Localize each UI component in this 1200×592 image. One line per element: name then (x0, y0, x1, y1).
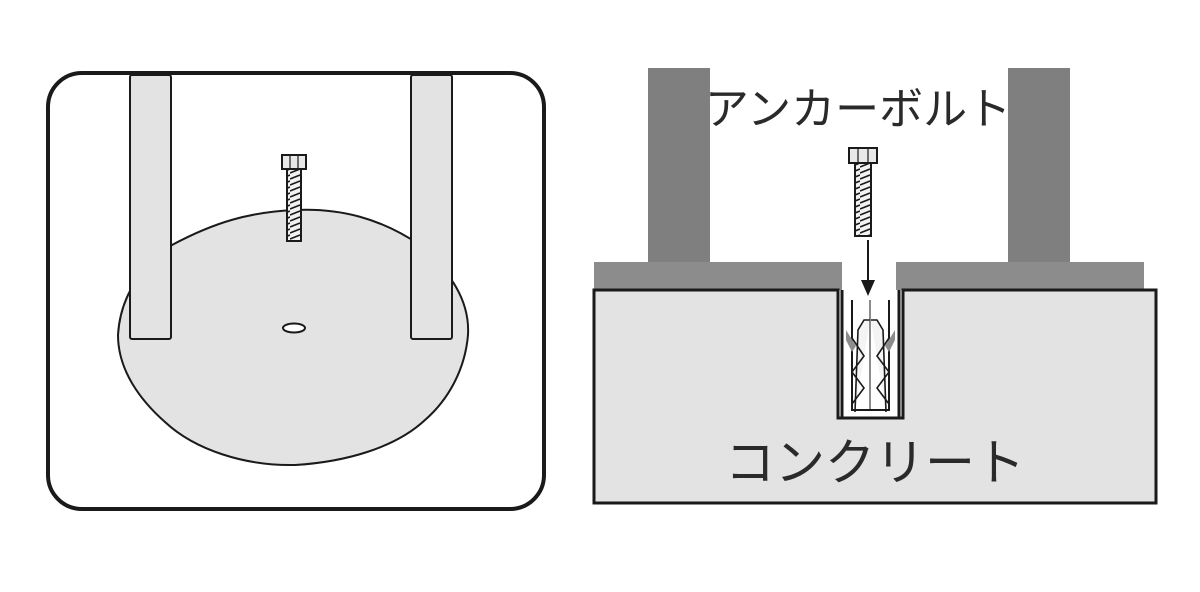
top-view-panel (46, 71, 546, 511)
right-post-section (1008, 68, 1070, 268)
anchor-bolt-label: アンカーボルト (705, 84, 1011, 135)
base-plate-left-section (594, 262, 842, 290)
insert-arrow-icon (861, 240, 875, 296)
base-plate-top-view (116, 208, 470, 467)
cross-section-panel: アンカーボルト コンクリート (592, 68, 1158, 505)
right-post-top-view (410, 74, 453, 340)
concrete-block (592, 288, 1158, 505)
anchor-bolt-icon-left (281, 154, 307, 242)
concrete-label: コンクリート (725, 434, 1025, 492)
base-plate-right-section (896, 262, 1144, 290)
bolt-hole (282, 322, 306, 334)
left-post-top-view (129, 74, 172, 340)
left-post-section (648, 68, 710, 268)
anchor-bolt-icon-right (848, 147, 878, 237)
expansion-anchor-icon (846, 300, 895, 413)
